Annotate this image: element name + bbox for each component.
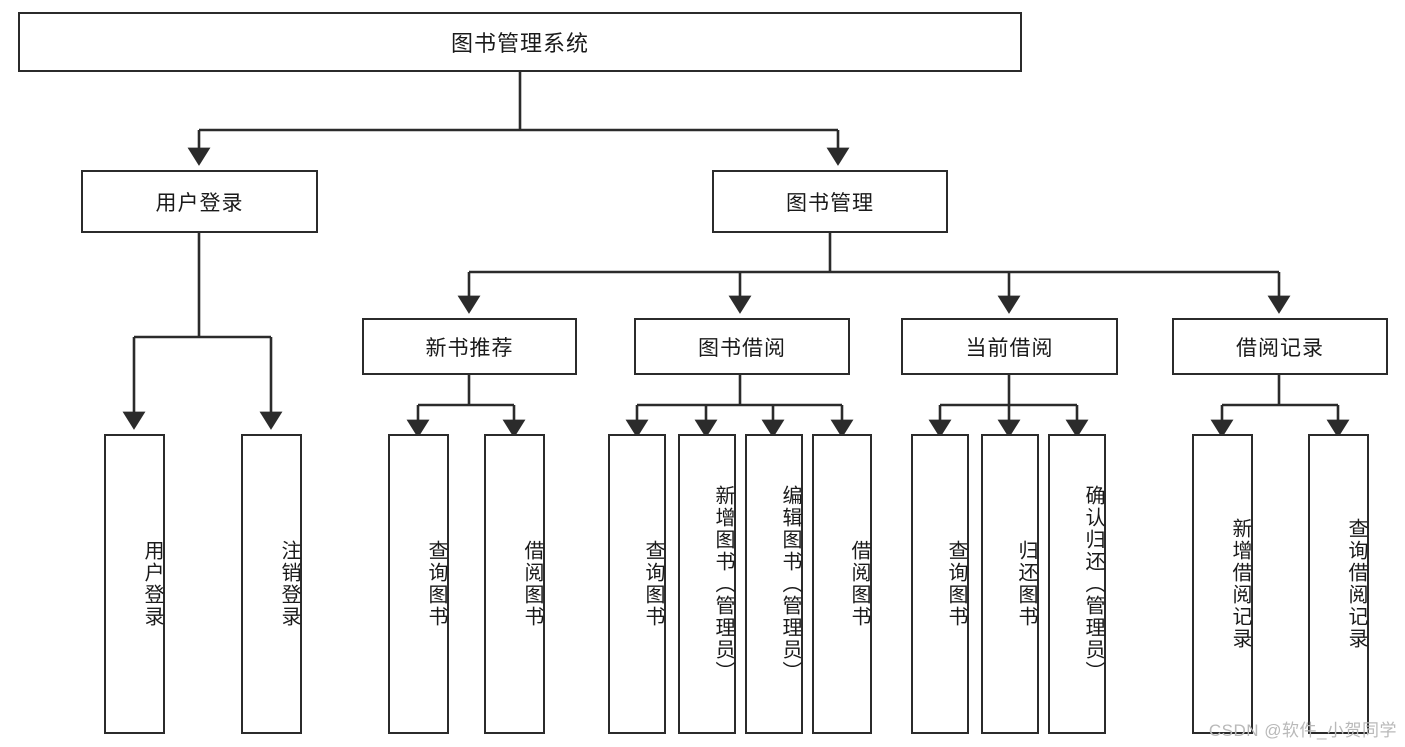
node-label: 新增借阅记录: [1229, 518, 1251, 650]
leaf-book-borrow-edit[interactable]: 编辑图书（管理员）: [745, 434, 803, 734]
node-current-borrow[interactable]: 当前借阅: [901, 318, 1118, 375]
leaf-new-book-borrow[interactable]: 借阅图书: [484, 434, 545, 734]
node-label: 图书管理: [786, 191, 874, 215]
node-label: 借阅图书: [521, 540, 543, 628]
node-label: 新书推荐: [425, 336, 514, 360]
leaf-borrow-record-query[interactable]: 查询借阅记录: [1308, 434, 1369, 734]
node-label: 查询图书: [425, 540, 447, 628]
node-label: 确认归还（管理员）: [1082, 485, 1104, 683]
leaf-user-login-logout[interactable]: 注销登录: [241, 434, 302, 734]
node-new-book-recommend[interactable]: 新书推荐: [362, 318, 577, 375]
csdn-watermark: CSDN @软件_小贺同学: [1208, 721, 1397, 740]
node-label: 借阅图书: [848, 540, 870, 628]
node-label: 注销登录: [278, 540, 300, 628]
node-root-library-system[interactable]: 图书管理系统: [18, 12, 1022, 72]
node-book-borrow[interactable]: 图书借阅: [634, 318, 850, 375]
node-book-management[interactable]: 图书管理: [712, 170, 948, 233]
node-label: 当前借阅: [965, 336, 1054, 360]
node-label: 查询借阅记录: [1345, 518, 1367, 650]
leaf-user-login-login[interactable]: 用户登录: [104, 434, 165, 734]
leaf-book-borrow-query[interactable]: 查询图书: [608, 434, 666, 734]
leaf-current-borrow-return[interactable]: 归还图书: [981, 434, 1039, 734]
node-label: 用户登录: [141, 540, 163, 628]
leaf-borrow-record-add[interactable]: 新增借阅记录: [1192, 434, 1253, 734]
leaf-current-borrow-confirm-return[interactable]: 确认归还（管理员）: [1048, 434, 1106, 734]
leaf-current-borrow-query[interactable]: 查询图书: [911, 434, 969, 734]
node-label: 编辑图书（管理员）: [779, 485, 801, 683]
node-label: 归还图书: [1015, 540, 1037, 628]
node-label: 图书管理系统: [450, 31, 589, 56]
node-user-login[interactable]: 用户登录: [81, 170, 318, 233]
node-label: 用户登录: [155, 191, 244, 215]
leaf-book-borrow-borrow[interactable]: 借阅图书: [812, 434, 872, 734]
node-borrow-record[interactable]: 借阅记录: [1172, 318, 1388, 375]
node-label: 图书借阅: [698, 336, 786, 360]
node-label: 查询图书: [945, 540, 967, 628]
leaf-new-book-query[interactable]: 查询图书: [388, 434, 449, 734]
leaf-book-borrow-add[interactable]: 新增图书（管理员）: [678, 434, 736, 734]
node-label: 借阅记录: [1236, 336, 1324, 360]
node-label: 新增图书（管理员）: [712, 485, 734, 683]
node-label: 查询图书: [642, 540, 664, 628]
